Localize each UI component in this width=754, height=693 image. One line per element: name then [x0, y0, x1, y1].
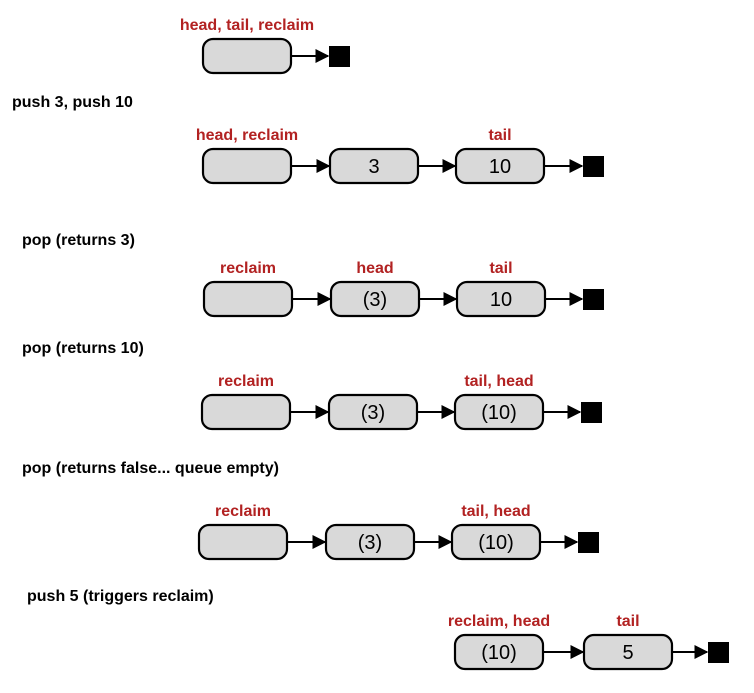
- step-4: pop (returns false... queue empty) reclai…: [22, 460, 599, 561]
- null-terminator: [581, 402, 602, 423]
- step-caption: push 5 (triggers reclaim): [27, 588, 214, 605]
- queue-node: (10) tail, head: [450, 503, 579, 561]
- queue-node: (10) tail, head: [453, 373, 582, 431]
- node-box: [197, 523, 289, 561]
- node-box: [201, 37, 293, 75]
- pointer-label: tail: [489, 260, 512, 277]
- node-box: [582, 633, 674, 671]
- queue-node: 5 tail: [582, 613, 709, 671]
- queue-node: reclaim: [200, 373, 330, 431]
- queue-node: (3): [327, 393, 456, 431]
- step-0: head, tail, reclaim: [180, 17, 350, 75]
- queue-node: reclaim: [202, 260, 332, 318]
- node-value: 3: [368, 156, 379, 178]
- step-caption: push 3, push 10: [12, 94, 133, 111]
- null-terminator: [329, 46, 350, 67]
- pointer-label: head: [356, 260, 393, 277]
- pointer-label: reclaim: [220, 260, 276, 277]
- node-box: [450, 523, 542, 561]
- queue-node: reclaim: [197, 503, 327, 561]
- node-value: (3): [363, 289, 387, 311]
- node-box: [324, 523, 416, 561]
- queue-node: 10 tail: [455, 260, 584, 318]
- pointer-label: reclaim, head: [448, 613, 550, 630]
- node-box: [200, 393, 292, 431]
- queue-node: head, reclaim: [196, 127, 331, 185]
- pointer-label: reclaim: [218, 373, 274, 390]
- null-terminator: [578, 532, 599, 553]
- node-value: (10): [478, 532, 514, 554]
- queue-node: (3): [324, 523, 453, 561]
- pointer-label: tail: [488, 127, 511, 144]
- queue-node: 10 tail: [454, 127, 584, 185]
- step-2: pop (returns 3) reclaim (3) head 10 tail: [22, 232, 604, 318]
- node-box: [202, 280, 294, 318]
- queue-node: head, tail, reclaim: [180, 17, 330, 75]
- queue-node: 3: [328, 147, 457, 185]
- node-value: 10: [489, 156, 511, 178]
- node-box: [201, 147, 293, 185]
- step-caption: pop (returns 10): [22, 340, 144, 357]
- queue-node: (3) head: [329, 260, 458, 318]
- node-value: 5: [622, 642, 633, 664]
- node-value: (10): [481, 402, 517, 424]
- node-box: [455, 280, 547, 318]
- null-terminator: [583, 156, 604, 177]
- node-value: (3): [361, 402, 385, 424]
- null-terminator: [583, 289, 604, 310]
- step-5: push 5 (triggers reclaim) (10) reclaim, he…: [27, 588, 729, 671]
- pointer-label: reclaim: [215, 503, 271, 520]
- node-box: [329, 280, 421, 318]
- node-box: [453, 393, 545, 431]
- node-box: [453, 633, 545, 671]
- node-box: [328, 147, 420, 185]
- pointer-label: tail, head: [461, 503, 530, 520]
- pointer-label: head, tail, reclaim: [180, 17, 314, 34]
- node-box: [454, 147, 546, 185]
- step-caption: pop (returns 3): [22, 232, 135, 249]
- step-caption: pop (returns false... queue empty): [22, 460, 279, 477]
- node-value: 10: [490, 289, 512, 311]
- pointer-label: head, reclaim: [196, 127, 298, 144]
- node-value: (10): [481, 642, 517, 664]
- pointer-label: tail, head: [464, 373, 533, 390]
- queue-node: (10) reclaim, head: [448, 613, 585, 671]
- node-box: [327, 393, 419, 431]
- pointer-label: tail: [616, 613, 639, 630]
- step-1: push 3, push 10 head, reclaim 3 10 tail: [12, 94, 604, 185]
- step-3: pop (returns 10) reclaim (3) (10) tail, head: [22, 340, 602, 431]
- node-value: (3): [358, 532, 382, 554]
- null-terminator: [708, 642, 729, 663]
